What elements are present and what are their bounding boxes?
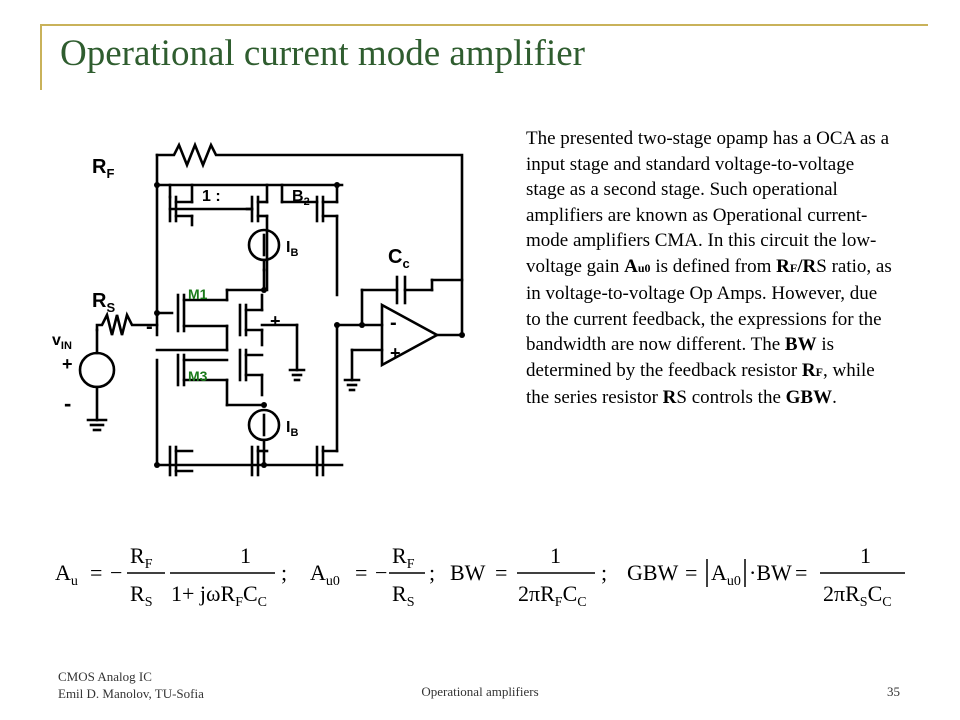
label-ib-bottom: I [286,419,290,436]
label-b2: B [292,188,304,205]
svg-text:−: − [110,560,122,585]
footer-course: CMOS Analog IC [58,669,152,684]
svg-text:1: 1 [240,543,251,568]
label-input-plus: + [270,311,281,331]
label-ib-top: I [286,239,290,256]
svg-text:1: 1 [550,543,561,568]
slide-frame-top [40,24,928,26]
label-m3: M3 [188,368,208,384]
svg-text:;: ; [429,560,435,585]
svg-text:;: ; [601,560,607,585]
svg-text:2πRFCC: 2πRFCC [518,581,587,610]
svg-text:=: = [795,560,807,585]
label-rf: R [92,156,107,178]
svg-text:RF: RF [392,543,415,572]
resistor-rs [95,311,159,336]
formula-block: Au = − RF RS 1 1+ jωRFCC ; Au0 = − RF RS… [55,543,905,610]
slide-frame-left [40,24,42,90]
svg-text:=: = [495,560,507,585]
svg-text:·BW: ·BW [749,560,792,585]
footer-topic: Operational amplifiers [421,684,539,699]
label-source-minus: - [64,391,71,416]
svg-text:=: = [355,560,367,585]
svg-text:Cc: Cc [388,246,410,271]
svg-text:Au: Au [55,560,78,589]
svg-text:RS: RS [92,290,115,315]
circuit-schematic: RF RS vIN 1 : B2 IB IB M1 M3 Cc - + - + … [52,141,465,477]
label-opamp-minus: - [390,312,397,334]
svg-text:vIN: vIN [52,332,72,352]
formula-au: A [55,560,71,585]
svg-text:;: ; [281,560,287,585]
footer-page-number: 35 [887,684,900,699]
svg-text:B2: B2 [292,188,310,208]
label-rs: R [92,290,107,312]
svg-text:=: = [90,560,102,585]
svg-text:=: = [685,560,697,585]
slide-title: Operational current mode amplifier [60,33,585,74]
svg-text:RF: RF [92,156,114,181]
svg-text:RF: RF [130,543,153,572]
svg-text:2πRSCC: 2πRSCC [823,581,892,610]
svg-text:1+ jωRFCC: 1+ jωRFCC [171,581,267,610]
resistor-rf [155,141,464,282]
formula-gbw: GBW [627,560,679,585]
svg-text:1: 1 [860,543,871,568]
description-text: The presented two-stage opamp has a OCA … [526,128,892,408]
svg-text:Au0: Au0 [711,560,741,589]
label-ratio: 1 : [202,188,221,205]
svg-text:Au0: Au0 [310,560,340,589]
svg-text:RS: RS [392,581,414,610]
formula-bw: BW [450,560,486,585]
footer-author-name: Emil D. Manolov, TU-Sofia [58,686,204,701]
svg-text:RS: RS [130,581,152,610]
svg-text:IB: IB [286,419,298,439]
svg-text:−: − [375,560,387,585]
footer-author: CMOS Analog IC Emil D. Manolov, TU-Sofia [58,668,204,702]
label-opamp-plus: + [390,343,401,363]
formula-au0: A [310,560,326,585]
label-cc: C [388,246,402,268]
opamp-triangle [380,302,440,368]
svg-text:IB: IB [286,239,298,259]
label-source-plus: + [62,354,73,374]
label-vin: v [52,332,61,349]
label-m1: M1 [188,286,208,302]
label-input-minus: - [146,316,153,338]
